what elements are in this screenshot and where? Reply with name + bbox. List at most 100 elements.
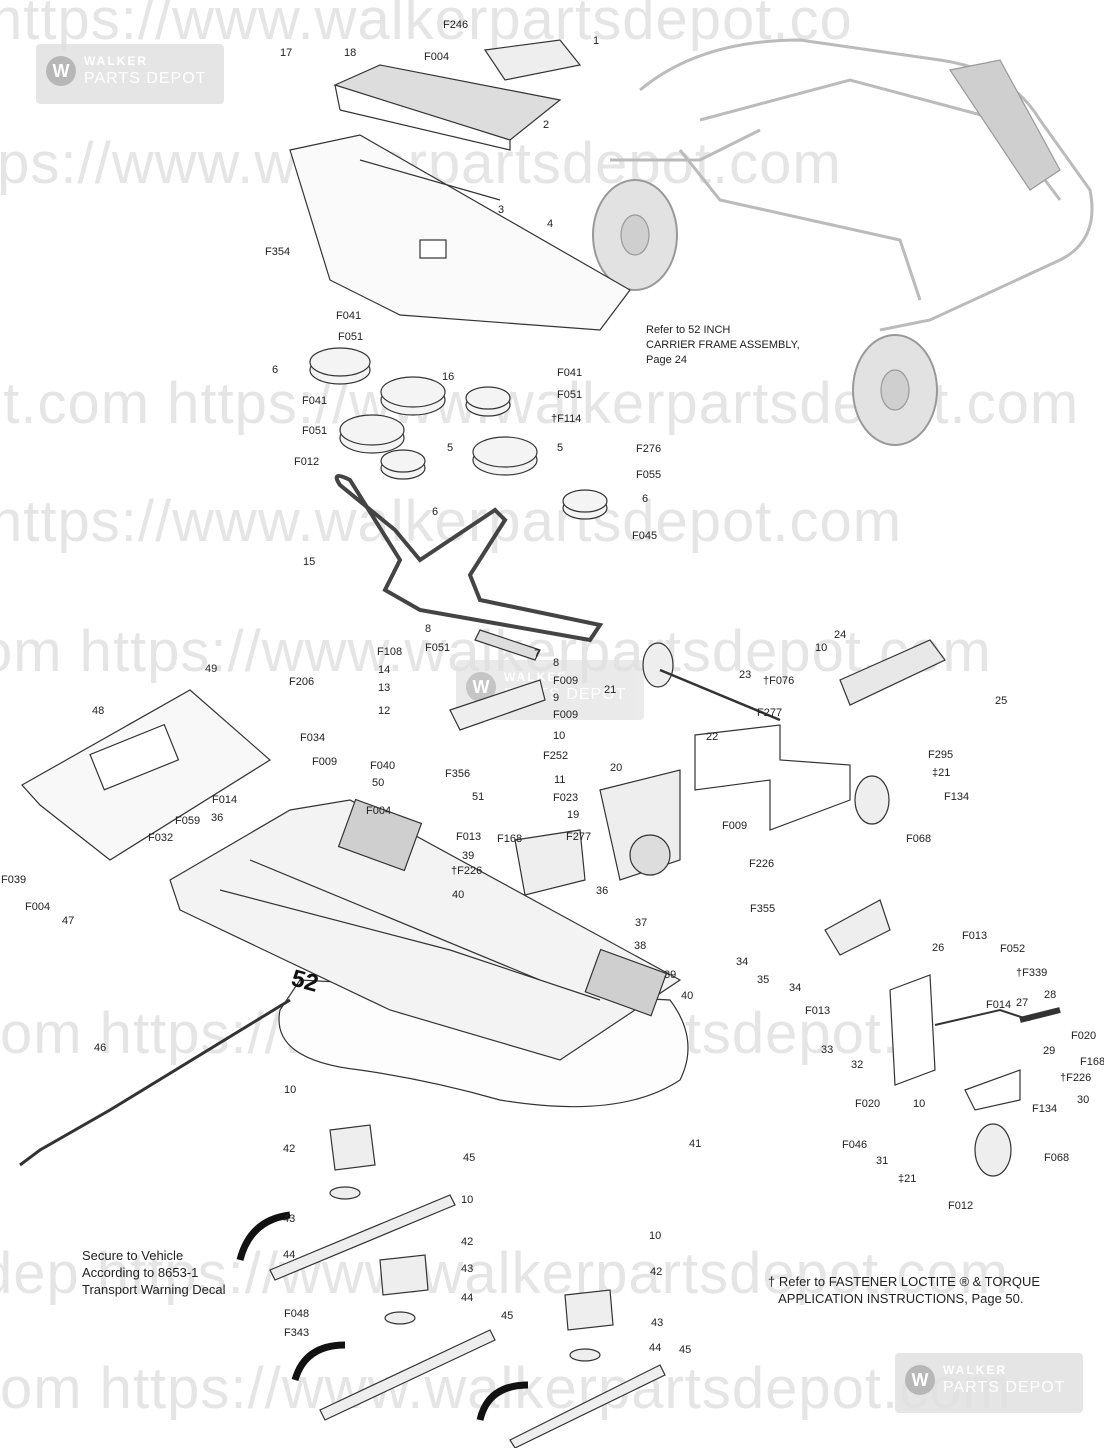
part-callout: 32 — [851, 1059, 863, 1071]
part-callout: 42 — [461, 1236, 473, 1248]
part-callout: 41 — [689, 1138, 701, 1150]
part-callout: F048 — [284, 1308, 309, 1320]
part-callout: †F226 — [451, 865, 482, 877]
part-callout: F012 — [948, 1200, 973, 1212]
part-callout: 16 — [442, 371, 454, 383]
part-callout: F108 — [377, 646, 402, 658]
part-callout: F068 — [906, 833, 931, 845]
part-callout: 36 — [211, 812, 223, 824]
part-callout: 18 — [344, 47, 356, 59]
part-callout: F041 — [336, 310, 361, 322]
part-callout: F226 — [749, 858, 774, 870]
carrier-frame-note: Refer to 52 INCH CARRIER FRAME ASSEMBLY,… — [646, 324, 800, 366]
part-callout: ‡21 — [898, 1173, 916, 1185]
part-callout: 10 — [815, 642, 827, 654]
cover-4 — [289, 134, 631, 331]
part-callout: F020 — [855, 1098, 880, 1110]
part-callout: 23 — [739, 669, 751, 681]
part-callout: F009 — [722, 820, 747, 832]
part-callout: F354 — [265, 246, 290, 258]
part-callout: F276 — [636, 443, 661, 455]
part-callout: 8 — [425, 623, 431, 635]
part-callout: 46 — [94, 1042, 106, 1054]
part-callout: 43 — [651, 1317, 663, 1329]
part-callout: F295 — [928, 749, 953, 761]
part-callout: 21 — [604, 684, 616, 696]
part-callout: 22 — [706, 731, 718, 743]
walker-emblem-icon: W — [905, 1365, 935, 1395]
rotation-arrow-icon — [476, 1381, 529, 1421]
part-callout: 43 — [283, 1213, 295, 1225]
part-callout: 20 — [610, 762, 622, 774]
part-callout: F034 — [300, 732, 325, 744]
part-callout: F134 — [944, 791, 969, 803]
part-callout: 42 — [650, 1266, 662, 1278]
part-callout: 2 — [543, 119, 549, 131]
part-callout: 6 — [272, 364, 278, 376]
part-callout: F013 — [456, 831, 481, 843]
bracket-22 — [694, 724, 851, 831]
part-callout: F004 — [25, 901, 50, 913]
part-callout: F020 — [1071, 1030, 1096, 1042]
part-callout: 13 — [378, 682, 390, 694]
part-callout: 12 — [378, 705, 390, 717]
part-callout: 49 — [205, 663, 217, 675]
part-callout: 31 — [876, 1155, 888, 1167]
part-callout: F051 — [302, 425, 327, 437]
part-callout: 9 — [553, 692, 559, 704]
part-callout: 19 — [567, 809, 579, 821]
part-callout: 45 — [463, 1152, 475, 1164]
idler-arm — [449, 679, 546, 731]
part-callout: 30 — [1077, 1094, 1089, 1106]
part-callout: F023 — [553, 792, 578, 804]
part-callout: 28 — [1044, 989, 1056, 1001]
part-callout: 10 — [913, 1098, 925, 1110]
part-callout: 43 — [461, 1263, 473, 1275]
part-callout: 35 — [757, 974, 769, 986]
part-callout: F004 — [366, 805, 391, 817]
drive-shaft-24 — [839, 639, 946, 706]
part-callout: F068 — [1044, 1152, 1069, 1164]
part-callout: F356 — [445, 768, 470, 780]
part-callout: F041 — [557, 367, 582, 379]
part-callout: F013 — [805, 1005, 830, 1017]
part-callout: F014 — [212, 794, 237, 806]
grille-18 — [333, 64, 562, 141]
part-callout: 36 — [596, 885, 608, 897]
part-callout: F051 — [557, 389, 582, 401]
part-callout: F277 — [757, 707, 782, 719]
part-callout: F009 — [553, 709, 578, 721]
part-callout: 4 — [547, 218, 553, 230]
pulley-group — [309, 347, 608, 520]
part-callout: F014 — [986, 999, 1011, 1011]
part-callout: 39 — [462, 850, 474, 862]
part-callout: F246 — [443, 19, 468, 31]
part-callout: 33 — [821, 1044, 833, 1056]
part-callout: 48 — [92, 705, 104, 717]
logo-line2: PARTS DEPOT — [84, 70, 207, 87]
part-callout: F032 — [148, 832, 173, 844]
part-callout: 40 — [681, 990, 693, 1002]
part-callout: 24 — [834, 629, 846, 641]
part-callout: F055 — [636, 469, 661, 481]
part-callout: 3 — [498, 204, 504, 216]
part-callout: F013 — [962, 930, 987, 942]
part-callout: 44 — [649, 1342, 661, 1354]
part-callout: F052 — [1000, 943, 1025, 955]
part-callout: 8 — [553, 657, 559, 669]
part-callout: F051 — [425, 642, 450, 654]
walker-logo-top: W WALKER PARTS DEPOT — [36, 44, 224, 104]
frame-handle — [949, 59, 1061, 191]
part-callout: F009 — [553, 675, 578, 687]
gauge-wheel-21 — [642, 642, 674, 688]
part-callout: †F076 — [763, 675, 794, 687]
part-callout: 45 — [501, 1310, 513, 1322]
part-callout: 5 — [557, 442, 563, 454]
part-callout: F059 — [175, 815, 200, 827]
logo-line1: WALKER — [504, 670, 568, 684]
part-callout: 44 — [461, 1292, 473, 1304]
part-callout: F004 — [424, 51, 449, 63]
part-callout: 25 — [995, 695, 1007, 707]
